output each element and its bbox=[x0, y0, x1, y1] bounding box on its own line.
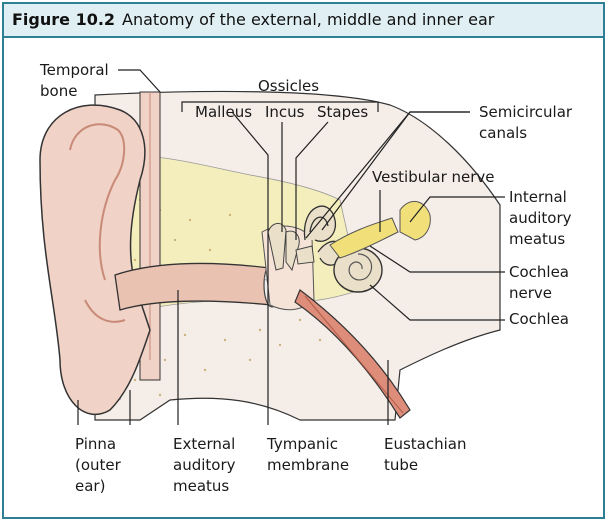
label-vestibular-nerve: Vestibular nerve bbox=[372, 168, 495, 186]
label-cochlea-nerve: Cochlea nerve bbox=[509, 263, 569, 302]
label-internal-auditory-meatus: Internal auditory meatus bbox=[509, 188, 572, 248]
malleus-shape bbox=[267, 223, 287, 271]
figure-number: Figure 10.2 bbox=[12, 10, 116, 29]
label-semicircular-canals: Semicircular canals bbox=[479, 103, 573, 142]
label-malleus: Malleus bbox=[195, 103, 253, 121]
title-bar: Figure 10.2 Anatomy of the external, mid… bbox=[4, 4, 603, 38]
incus-shape bbox=[285, 230, 300, 272]
pinna-shape bbox=[39, 104, 151, 416]
label-eustachian-tube: Eustachian tube bbox=[384, 435, 467, 474]
label-external-auditory-meatus: External auditory meatus bbox=[173, 435, 236, 495]
figure-title: Anatomy of the external, middle and inne… bbox=[122, 10, 495, 29]
label-incus: Incus bbox=[265, 103, 305, 121]
label-ossicles: Ossicles bbox=[258, 77, 320, 95]
stapes-shape bbox=[295, 245, 315, 265]
leader-lines bbox=[77, 69, 505, 425]
label-pinna: Pinna (outer ear) bbox=[75, 435, 121, 495]
label-cochlea: Cochlea bbox=[509, 310, 569, 328]
label-temporal-bone: Temporal bone bbox=[40, 61, 109, 100]
label-stapes: Stapes bbox=[317, 103, 369, 121]
vestibular-nerve-shape bbox=[329, 217, 399, 259]
label-tympanic-membrane: Tympanic membrane bbox=[267, 435, 350, 474]
figure-frame: Figure 10.2 Anatomy of the external, mid… bbox=[2, 2, 605, 519]
internal-auditory-meatus-shape bbox=[399, 200, 431, 241]
eustachian-tube-shape bbox=[294, 289, 411, 419]
